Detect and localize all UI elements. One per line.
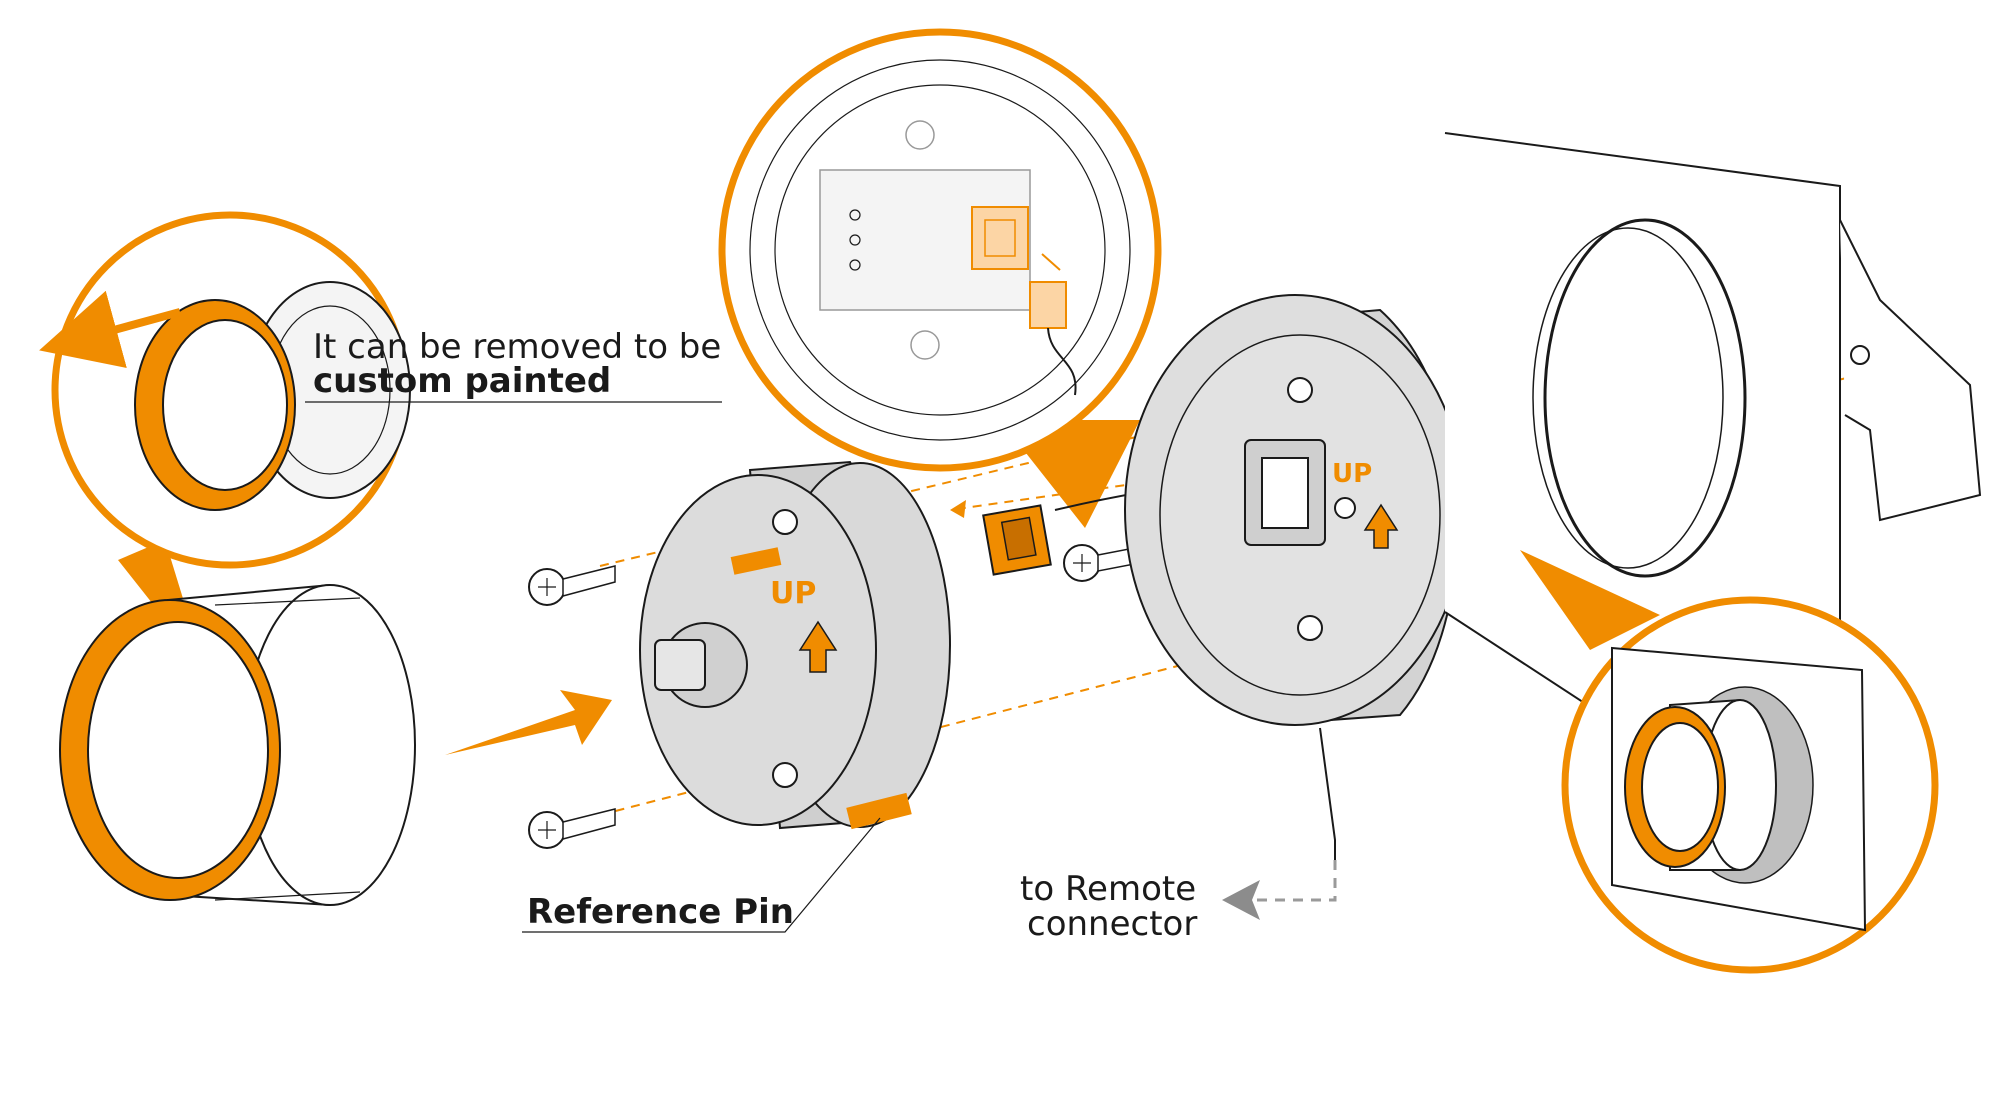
remote-connector-line1: to Remote (1020, 869, 1196, 909)
removable-note-line2: custom painted (313, 361, 611, 401)
reference-pin-leader (522, 817, 881, 933)
removable-note-line1: It can be removed to be (313, 327, 721, 367)
mounting-screw-lower (528, 808, 616, 849)
up-arrow-icon (798, 620, 838, 673)
mounting-screw-upper (528, 565, 616, 606)
up-marker-box: UP (1332, 459, 1372, 489)
cable-plug-icon (1029, 281, 1067, 329)
bezel-ring-detail-callout (39, 211, 722, 670)
pcb-socket-icon (971, 206, 1029, 270)
connector-detail-callout (718, 28, 1162, 528)
installed-view-callout (1520, 550, 1939, 974)
wall-back-box (1124, 294, 1466, 920)
remote-arrow-icon (1222, 880, 1260, 920)
reference-pin-label: Reference Pin (527, 892, 794, 932)
encoder-base-body (639, 460, 951, 830)
knob-with-orange-bezel (59, 583, 612, 907)
remote-connector-line2: connector (1027, 904, 1197, 944)
up-marker-encoder: UP (770, 576, 816, 611)
up-arrow-icon-box (1363, 503, 1399, 549)
